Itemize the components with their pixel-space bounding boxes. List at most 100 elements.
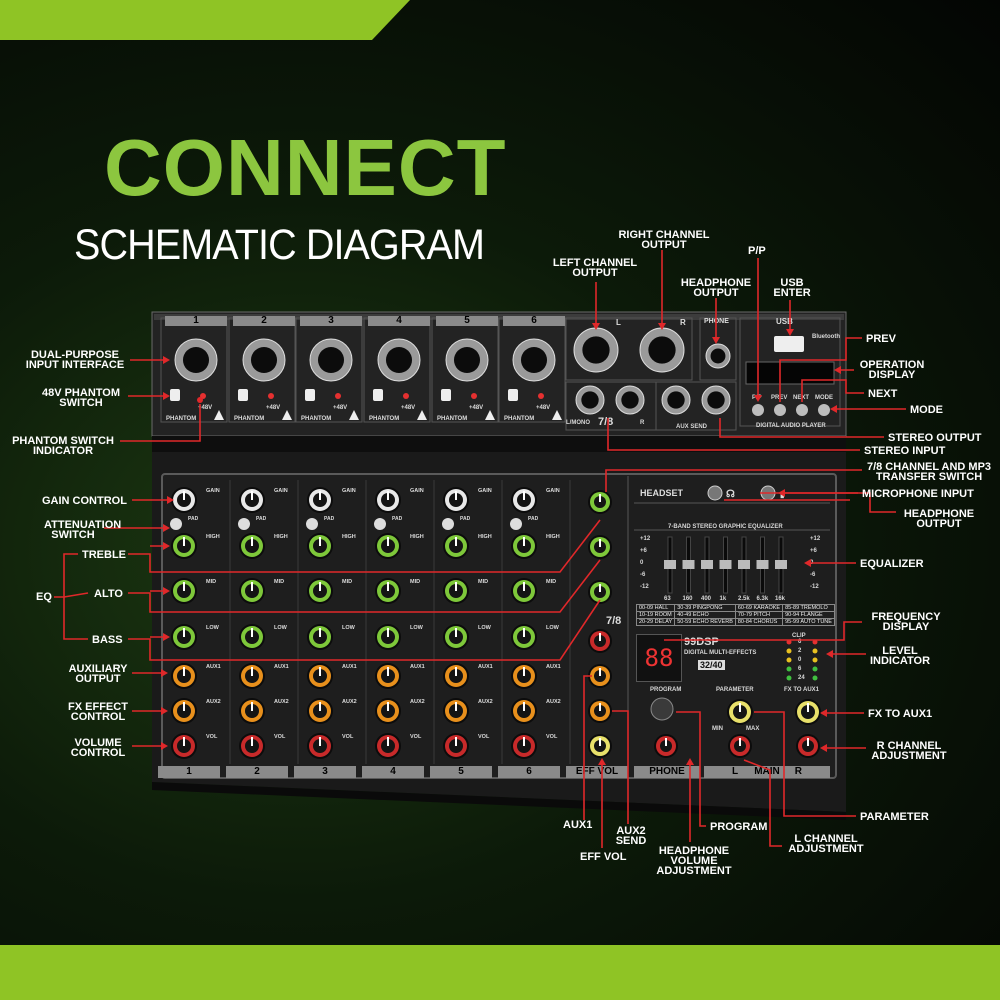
arrow-headphone-volume	[686, 758, 694, 765]
callout-alto: ALTO	[94, 588, 123, 600]
mid-knob-label: MID	[546, 579, 556, 585]
fx-knob-3	[307, 698, 333, 724]
min-label: MIN	[712, 726, 723, 732]
callout-bass: BASS	[92, 634, 123, 646]
ch78-panel-label: 7/8	[606, 615, 622, 627]
level-led-l	[786, 666, 792, 672]
bass-knob-label: LOW	[274, 625, 288, 631]
plus48-label: +48V	[469, 405, 483, 411]
eq-freq-label: 160	[682, 596, 693, 602]
l-channel-knob	[728, 734, 752, 758]
main-label: MAIN	[754, 766, 780, 777]
callout-stereo-input: STEREO INPUT	[864, 445, 946, 457]
fx-knob-6	[511, 698, 537, 724]
pad-label: PAD	[256, 516, 267, 522]
volume-knob-label: VOL	[410, 734, 422, 740]
ch78-high-knob	[588, 490, 612, 514]
arrow-left-out	[592, 323, 600, 330]
mid-knob-label: MID	[274, 579, 284, 585]
callout-next: NEXT	[868, 388, 898, 400]
pad-switch-5	[442, 518, 454, 530]
aux1-knob-label: AUX1	[342, 664, 357, 670]
plus48-label: +48V	[198, 405, 212, 411]
arrow-attenuation	[163, 524, 170, 532]
level-led-l	[786, 675, 792, 681]
program-encoder	[650, 697, 674, 721]
eq-scale-label: -6	[810, 572, 816, 578]
callout-parameter: PARAMETER	[860, 811, 929, 823]
bass-knob-4	[375, 624, 401, 650]
gain-knob-label: GAIN	[342, 488, 356, 494]
leader-aux1	[583, 675, 592, 820]
phantom-led-5	[471, 393, 477, 399]
channel-number: 2	[226, 766, 288, 778]
phantom-label: PHANTOM	[369, 416, 399, 422]
volume-knob-2	[239, 733, 265, 759]
next-btn-label: NEXT	[793, 395, 810, 401]
dot-phantom-indicator	[197, 397, 203, 403]
phantom-led-4	[403, 393, 409, 399]
treble-knob-3	[307, 533, 333, 559]
treble-knob-label: HIGH	[274, 534, 288, 540]
bottom-accent-band	[0, 945, 1000, 1000]
phantom-label: PHANTOM	[301, 416, 331, 422]
rear-r2-label: R	[640, 420, 645, 426]
stereo-input-r-jack-inner	[621, 391, 639, 409]
leader-eq-top	[54, 553, 78, 598]
level-mark: 2	[798, 648, 802, 654]
phantom-switch-5	[441, 389, 451, 401]
bits-badge: 32/40	[698, 660, 725, 670]
arrow-phantom-48v	[163, 392, 170, 400]
phone-frame	[699, 317, 737, 381]
gain-knob-label: GAIN	[206, 488, 220, 494]
rear-headphone-jack	[705, 343, 731, 369]
fx-knob-label: AUX2	[410, 699, 425, 705]
treble-knob-label: HIGH	[410, 534, 424, 540]
phantom-switch-6	[508, 389, 518, 401]
aux-send-frame	[655, 381, 737, 431]
arrow-equalizer	[804, 559, 811, 567]
mid-knob-2	[239, 578, 265, 604]
callout-phantom-indicator: PHANTOM SWITCH INDICATOR	[12, 435, 114, 457]
max-label: MAX	[746, 726, 760, 732]
volume-knob-5	[443, 733, 469, 759]
combo-jack-3	[309, 338, 353, 382]
eq-fader-2.5k	[738, 560, 750, 569]
callout-stereo-output: STEREO OUTPUT	[888, 432, 982, 444]
bass-knob-label: LOW	[342, 625, 356, 631]
fx-knob-label: AUX2	[206, 699, 221, 705]
level-led-r	[812, 648, 818, 654]
aux1-knob-label: AUX1	[206, 664, 221, 670]
bass-knob-3	[307, 624, 333, 650]
level-led-l	[786, 648, 792, 654]
pad-label: PAD	[528, 516, 539, 522]
eq-fader-63	[664, 560, 676, 569]
fx-table-cell: 80-84 CHORUS	[734, 618, 784, 626]
mid-knob-label: MID	[478, 579, 488, 585]
callout-headphone-volume: HEADPHONE VOLUME ADJUSTMENT	[656, 845, 732, 877]
callout-freq-display: FREQUENCY DISPLAY	[871, 611, 941, 633]
callout-equalizer: EQUALIZER	[860, 558, 924, 570]
mid-knob-label: MID	[206, 579, 216, 585]
callout-transfer-78: 7/8 CHANNEL AND MP3 TRANSFER SWITCH	[866, 461, 992, 483]
xlr-right-output-inner	[648, 336, 676, 364]
combo-jack-2	[242, 338, 286, 382]
rear-channel-number: 4	[368, 316, 430, 326]
ch78-low-knob	[588, 580, 612, 604]
callout-prev: PREV	[866, 333, 896, 345]
arrow-aux-output	[161, 669, 168, 677]
phantom-label: PHANTOM	[166, 416, 196, 422]
combo-jack-1	[174, 338, 218, 382]
top-accent-band	[0, 0, 410, 40]
fx-knob-label: AUX2	[478, 699, 493, 705]
mid-knob-label: MID	[410, 579, 420, 585]
leader-aux2-send	[612, 710, 629, 824]
callout-fx-to-aux1: FX TO AUX1	[868, 708, 933, 720]
eq-freq-label: 6.3k	[756, 596, 769, 602]
treble-knob-2	[239, 533, 265, 559]
arrow-gain	[167, 496, 174, 504]
usb-port-icon	[774, 336, 804, 352]
aux-send-1-jack	[661, 385, 691, 415]
